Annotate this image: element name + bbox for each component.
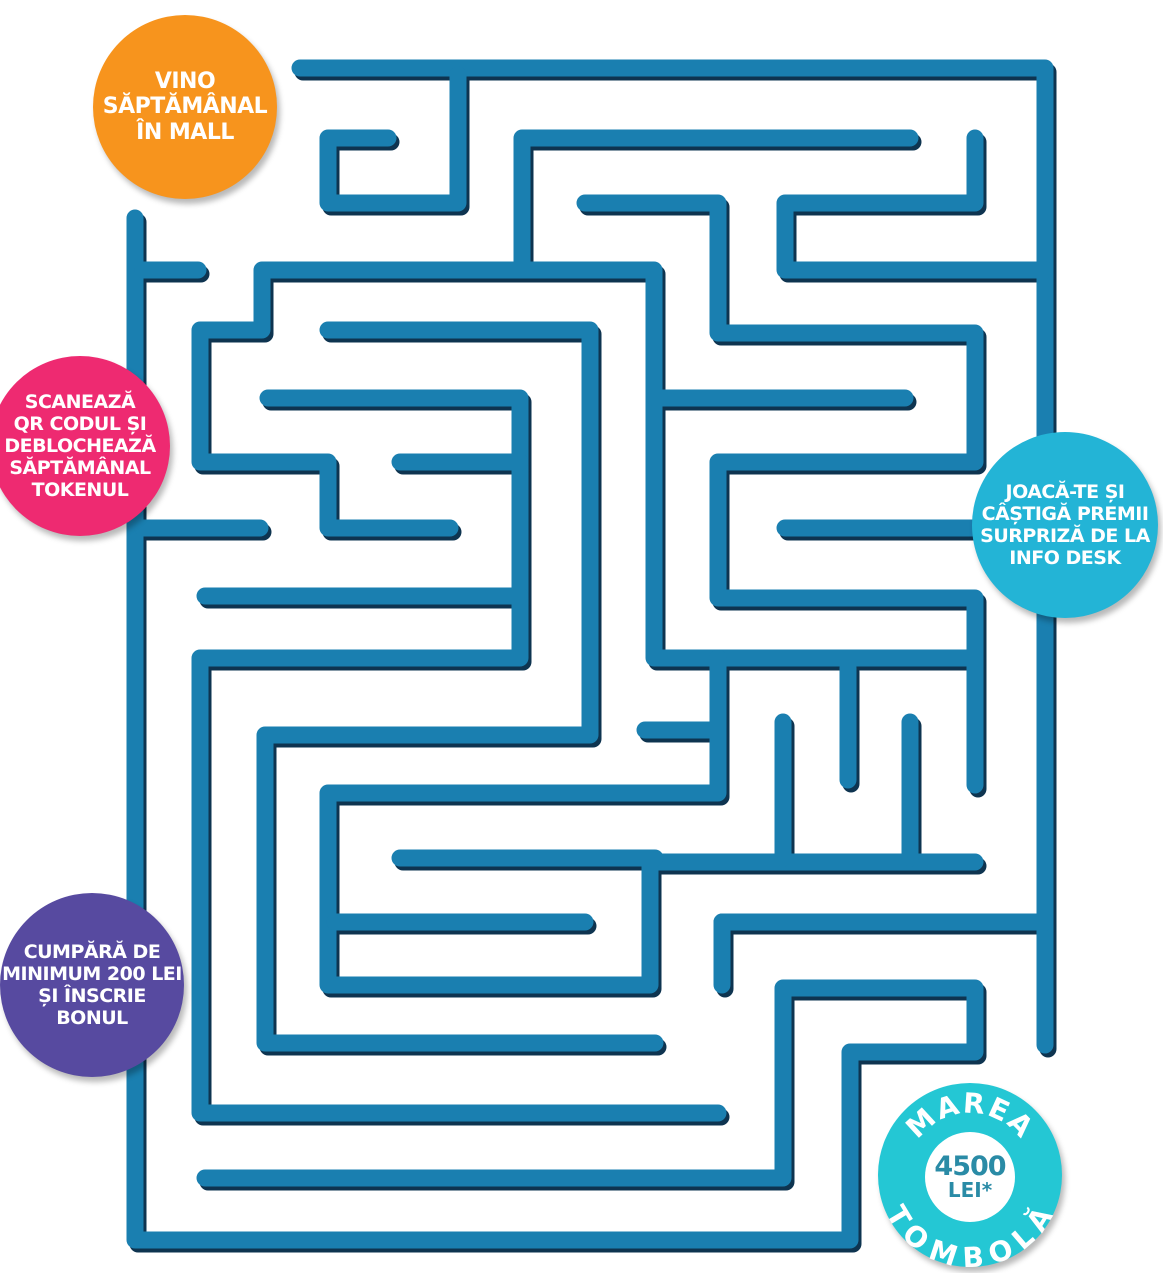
weekly-visit-text: VINO SĂPTĂMÂNAL ÎN MALL — [102, 68, 268, 145]
register-receipt-text: CUMPĂRĂ DE MINIMUM 200 LEI ȘI ÎNSCRIE BO… — [2, 940, 182, 1030]
maze-wall — [513, 129, 919, 277]
scan-qr-text: SCANEAZĂ QR CODUL ȘI DEBLOCHEAZĂ SĂPTĂMÂ… — [4, 390, 156, 502]
prize-circle: 4500 LEI* — [925, 1132, 1015, 1222]
maze-wall — [191, 261, 459, 537]
maze-wall — [255, 261, 984, 667]
maze-wall — [776, 129, 1054, 279]
maze-walls — [126, 59, 1054, 1249]
prize-amount: 4500 — [934, 1151, 1006, 1182]
info-desk-text: JOACĂ-TE ȘI CÂȘTIGĂ PREMII SURPRIZĂ DE L… — [980, 480, 1150, 570]
maze-wall — [291, 59, 1054, 287]
maze-wall — [319, 649, 984, 994]
tombola-arc-text: MAREA TOMBOLĂ — [880, 1086, 1059, 1267]
maze-wall-shadow — [194, 393, 730, 1126]
info-desk-bubble: JOACĂ-TE ȘI CÂȘTIGĂ PREMII SURPRIZĂ DE L… — [972, 432, 1158, 618]
maze-wall — [126, 209, 984, 1249]
register-receipt-bubble: CUMPĂRĂ DE MINIMUM 200 LEI ȘI ÎNSCRIE BO… — [0, 893, 184, 1077]
tombola-badge: MAREA TOMBOLĂ 4500 LEI* — [878, 1083, 1062, 1267]
scan-qr-bubble: SCANEAZĂ QR CODUL ȘI DEBLOCHEAZĂ SĂPTĂMÂ… — [0, 356, 170, 536]
maze-wall — [576, 194, 984, 794]
maze-wall — [191, 389, 727, 1122]
maze-wall — [256, 321, 664, 1052]
prize-unit: LEI* — [947, 1178, 993, 1202]
weekly-visit-bubble: VINO SĂPTĂMÂNAL ÎN MALL — [93, 15, 277, 199]
maze-wall — [319, 66, 467, 212]
maze-wall-shadow — [294, 63, 1057, 291]
